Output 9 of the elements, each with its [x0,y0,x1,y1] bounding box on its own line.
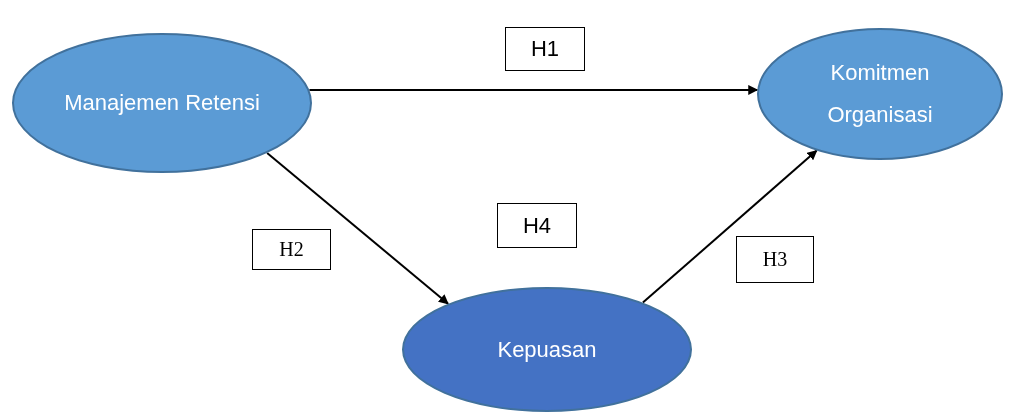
arrow [641,149,818,304]
node-label: Kepuasan [496,335,598,364]
node-label: Manajemen Retensi [63,89,261,118]
node-label: Komitmen Organisasi [826,59,934,129]
hypothesis-label: H4 [497,203,577,248]
arrow [266,151,450,305]
hypothesis-label: H2 [252,229,331,270]
hypothesis-label: H3 [736,236,814,283]
hypothesis-label: H1 [505,27,585,71]
